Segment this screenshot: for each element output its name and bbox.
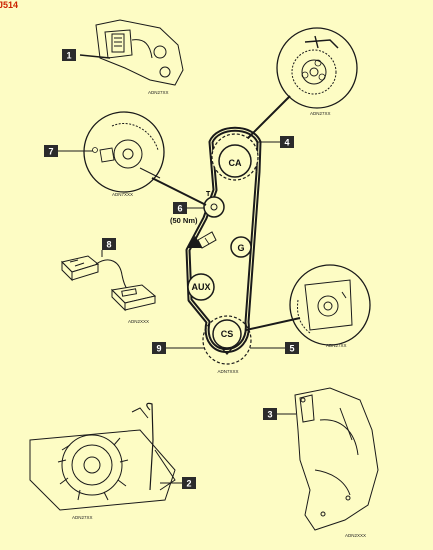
torque-note: (50 Nm)	[170, 216, 198, 225]
callout-4-box	[280, 136, 294, 148]
water-pump-label: G	[237, 243, 244, 253]
detail-alternator	[29, 402, 176, 511]
callout-4: 4	[284, 138, 289, 148]
callout-9-box	[152, 342, 166, 354]
callout-6-box	[173, 202, 187, 214]
detail-cam-sensor	[79, 19, 184, 86]
figure-code-1: ADN27XX	[148, 90, 169, 95]
callout-9: 9	[156, 344, 161, 354]
callout-3: 3	[267, 410, 272, 420]
figure-code-3: ADN2XXX	[345, 533, 366, 538]
callout-5: 5	[289, 344, 294, 354]
camshaft-pulley-label: CA	[229, 158, 242, 168]
figure-code-7: ADN7XXX	[112, 192, 133, 197]
callout-7: 7	[48, 147, 53, 157]
figure-code-4: ADN27XX	[310, 111, 331, 116]
detail-belt-cover	[294, 387, 379, 531]
tensioner-pulley: T	[203, 191, 225, 218]
figure-code-8: ADN2XXX	[128, 319, 149, 324]
callout-2-box	[182, 477, 196, 489]
callout-8: 8	[106, 240, 111, 250]
leader-detail-5	[245, 317, 301, 331]
detail-crankshaft-timing	[289, 264, 371, 346]
belt-assembly	[185, 126, 262, 353]
camshaft-pulley: CA	[211, 133, 259, 181]
callout-2: 2	[186, 479, 191, 489]
crankshaft-pulley: CS	[202, 315, 252, 365]
tensioner-label: T	[206, 191, 211, 198]
auxiliary-label: AUX	[191, 282, 210, 292]
callout-8-box	[102, 238, 116, 250]
leader-detail-7	[151, 177, 207, 206]
detail-camshaft-timing	[276, 27, 358, 109]
callout-7-box	[44, 145, 58, 157]
figure-code-5: ADN27XX	[326, 343, 347, 348]
detail-tensioner	[83, 111, 165, 193]
figure-code-center: ADN7XXX	[217, 369, 238, 374]
callout-6: 6	[177, 204, 182, 214]
leader-detail-4	[247, 95, 291, 139]
corner-code: J514	[0, 0, 18, 10]
detail-tension-gauge	[61, 255, 157, 312]
figure-code-2: ADN27XX	[72, 515, 93, 520]
callout-5-box	[285, 342, 299, 354]
belt-marking-arrows	[187, 231, 217, 249]
callout-1-box	[62, 49, 76, 61]
callout-3-box	[263, 408, 277, 420]
water-pump-pulley: G	[230, 236, 252, 258]
callout-1: 1	[66, 51, 71, 61]
auxiliary-pulley: AUX	[187, 273, 215, 301]
crankshaft-label: CS	[221, 329, 234, 339]
